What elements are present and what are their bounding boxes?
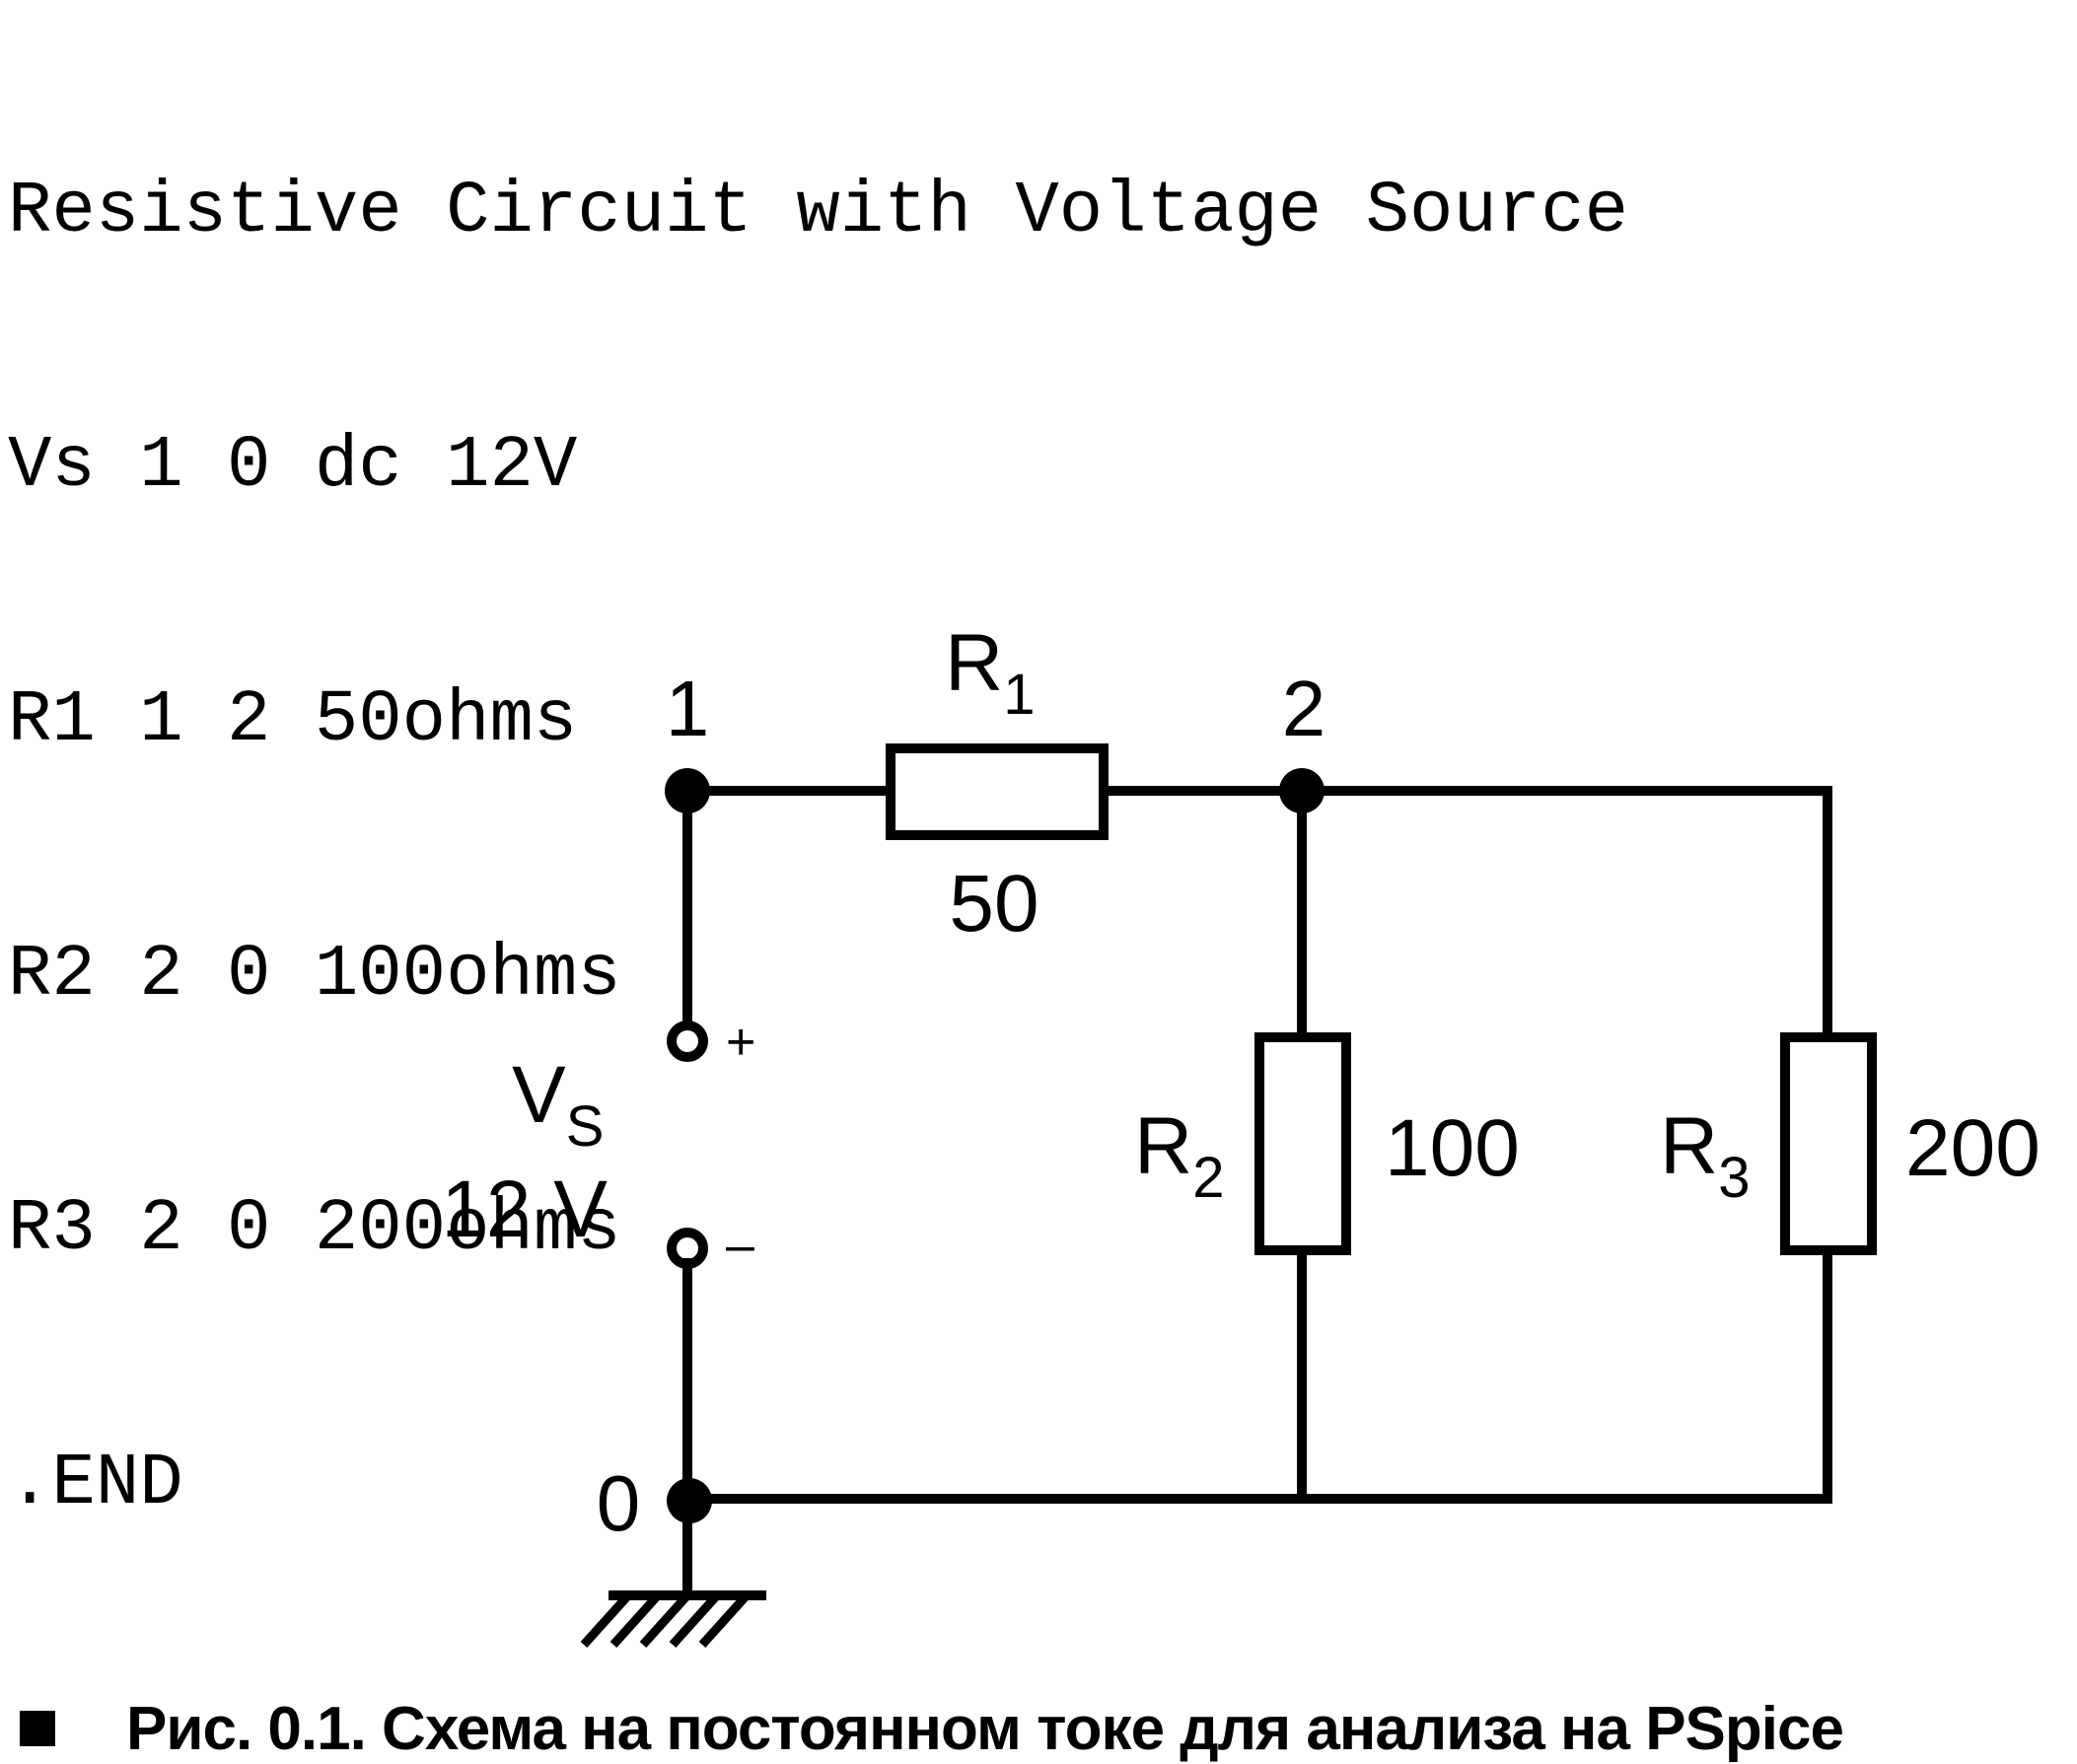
caption-bullet-icon — [20, 1711, 55, 1746]
r2-subscript: 2 — [1192, 1146, 1224, 1210]
source-value: 12 V — [441, 1164, 608, 1254]
r1-name: R — [945, 618, 1003, 708]
circuit-schematic: 1 2 0 R1 50 R2 100 R3 200 + – VS 12 V — [441, 618, 2041, 1649]
junction-node1 — [665, 768, 710, 813]
source-name: V — [512, 1050, 566, 1140]
caption-text: Рис. 0.1. Схема на постоянном токе для а… — [126, 1694, 1844, 1763]
r2-name: R — [1134, 1101, 1192, 1191]
netlist-line-r1: R1 1 2 50ohms — [8, 679, 578, 762]
r3-subscript: 3 — [1718, 1146, 1750, 1210]
figure-caption: Рис. 0.1. Схема на постоянном токе для а… — [20, 1694, 1844, 1763]
netlist-title-line: Resistive Circuit with Voltage Source — [8, 171, 1629, 253]
node-label-1: 1 — [666, 665, 710, 752]
ground-icon — [580, 1590, 766, 1649]
r3-value: 200 — [1905, 1103, 2041, 1193]
r2-label: R2 — [1134, 1101, 1224, 1210]
r3-name: R — [1660, 1101, 1718, 1191]
junction-node0 — [667, 1478, 712, 1523]
wire-r3-ground-rail — [687, 1250, 1832, 1504]
resistor-r3-body — [1780, 1032, 1877, 1255]
r1-label: R1 — [945, 618, 1035, 727]
r2-value: 100 — [1385, 1103, 1520, 1193]
netlist-line-r3: R3 2 0 200ohms — [8, 1188, 621, 1271]
resistor-r1-body — [886, 743, 1109, 840]
source-minus-sign: – — [726, 1217, 754, 1274]
wire-node2-r3-top — [1300, 786, 1832, 1037]
junction-node2 — [1279, 768, 1325, 813]
resistor-r2-body — [1254, 1032, 1351, 1255]
source-plus-terminal — [667, 1021, 708, 1062]
netlist-listing: Resistive Circuit with Voltage Source Vs… — [8, 0, 1628, 1611]
netlist-line-vs: Vs 1 0 dc 12V — [8, 425, 578, 508]
source-subscript: S — [566, 1094, 605, 1159]
node-label-0: 0 — [597, 1459, 641, 1547]
node-label-2: 2 — [1282, 665, 1326, 752]
source-minus-terminal — [667, 1228, 708, 1269]
r3-label: R3 — [1660, 1101, 1750, 1210]
source-plus-sign: + — [726, 1014, 755, 1071]
netlist-line-end: .END — [8, 1443, 183, 1525]
netlist-line-r2: R2 2 0 100ohms — [8, 934, 621, 1017]
r1-value: 50 — [949, 859, 1038, 949]
source-label: VS — [512, 1050, 604, 1159]
r1-subscript: 1 — [1003, 663, 1035, 727]
